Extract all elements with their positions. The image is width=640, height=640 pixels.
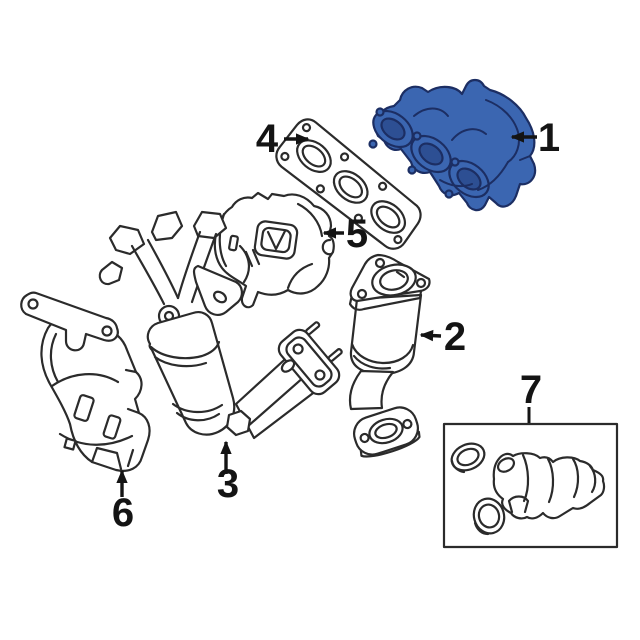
callout-5-label: 5 — [346, 212, 368, 256]
callout-4-label: 4 — [256, 117, 279, 161]
part-1-exhaust-manifold-highlighted — [368, 78, 537, 212]
part-2-catalytic-converter-downpipe — [348, 253, 431, 458]
callout-7-label: 7 — [520, 368, 542, 412]
kit-seal-ring-lower — [472, 497, 506, 535]
part-6-converter-heat-shield — [20, 291, 151, 472]
callout-labels: 1 2 3 4 5 6 7 — [112, 116, 560, 535]
callout-2-label: 2 — [444, 315, 466, 359]
callout-1-label: 1 — [538, 116, 560, 160]
part-4-exhaust-manifold-gasket — [275, 118, 422, 250]
callout-2-arrow — [419, 329, 442, 342]
part-7-boxed-pipe-kit — [442, 422, 619, 549]
part-3-manifold-converter-assembly — [98, 210, 343, 440]
callout-6-label: 6 — [112, 491, 134, 535]
part-5-manifold-heat-shield — [213, 191, 335, 309]
callout-3-label: 3 — [217, 462, 239, 506]
